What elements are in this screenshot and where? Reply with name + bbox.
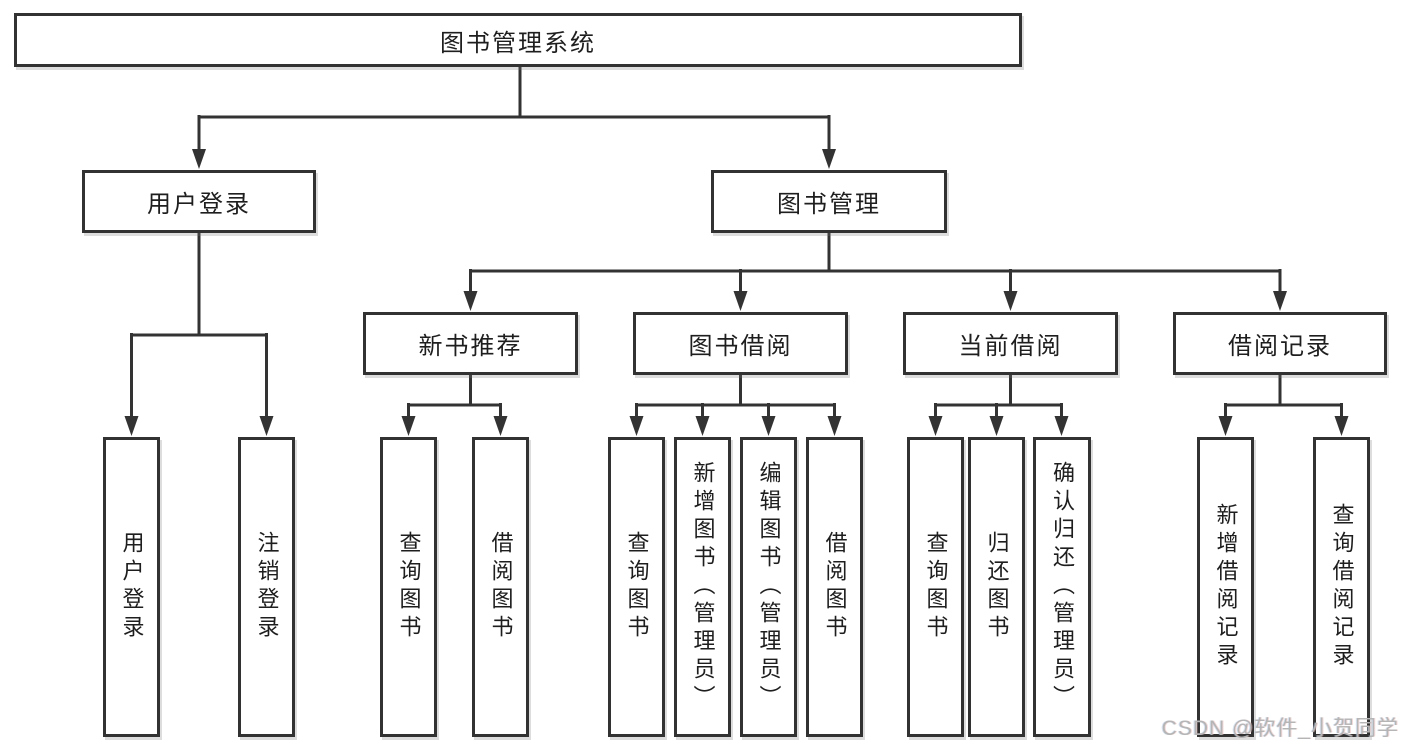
- leaf-label: 确认归还（管理员）: [1050, 461, 1075, 713]
- leaf-query-books-3: 查询图书: [907, 437, 964, 737]
- leaf-edit-books-admin: 编辑图书（管理员）: [740, 437, 797, 737]
- leaf-label: 查询借阅记录: [1329, 503, 1355, 671]
- leaf-add-books-admin: 新增图书（管理员）: [674, 437, 731, 737]
- node-book-borrow: 图书借阅: [633, 312, 848, 375]
- leaf-logout: 注销登录: [238, 437, 295, 737]
- leaf-borrow-books-1: 借阅图书: [472, 437, 529, 737]
- leaf-label: 注销登录: [254, 531, 280, 643]
- node-library-system: 图书管理系统: [14, 13, 1022, 67]
- node-label: 图书管理系统: [440, 29, 596, 57]
- leaf-label: 用户登录: [119, 531, 145, 643]
- leaf-confirm-return-admin: 确认归还（管理员）: [1033, 437, 1091, 737]
- leaf-label: 借阅图书: [822, 531, 848, 643]
- node-current-borrow: 当前借阅: [903, 312, 1118, 375]
- leaf-label: 查询图书: [396, 531, 422, 643]
- leaf-borrow-books-2: 借阅图书: [806, 437, 863, 737]
- leaf-add-borrow-record: 新增借阅记录: [1197, 437, 1254, 737]
- leaf-label: 查询图书: [923, 531, 949, 643]
- leaf-label: 归还图书: [984, 531, 1010, 643]
- leaf-label: 新增借阅记录: [1213, 503, 1239, 671]
- node-borrow-records: 借阅记录: [1173, 312, 1387, 375]
- node-new-book-recommend: 新书推荐: [363, 312, 578, 375]
- leaf-user-login: 用户登录: [103, 437, 160, 737]
- node-book-management: 图书管理: [711, 170, 947, 233]
- leaf-return-books: 归还图书: [968, 437, 1025, 737]
- node-label: 借阅记录: [1228, 333, 1332, 360]
- node-user-login: 用户登录: [82, 170, 316, 233]
- leaf-query-books-1: 查询图书: [380, 437, 437, 737]
- leaf-label: 借阅图书: [488, 531, 514, 643]
- leaf-query-borrow-record: 查询借阅记录: [1313, 437, 1370, 737]
- leaf-query-books-2: 查询图书: [608, 437, 665, 737]
- node-label: 图书借阅: [688, 333, 793, 360]
- node-label: 用户登录: [147, 191, 251, 218]
- leaf-label: 编辑图书（管理员）: [756, 461, 782, 713]
- node-label: 新书推荐: [418, 333, 523, 360]
- leaf-label: 新增图书（管理员）: [690, 461, 716, 713]
- arrowheads: [124, 149, 1349, 436]
- node-label: 当前借阅: [958, 333, 1063, 360]
- csdn-watermark: CSDN @软件_小贺同学: [1161, 717, 1399, 740]
- node-label: 图书管理: [777, 191, 881, 218]
- leaf-label: 查询图书: [624, 531, 650, 643]
